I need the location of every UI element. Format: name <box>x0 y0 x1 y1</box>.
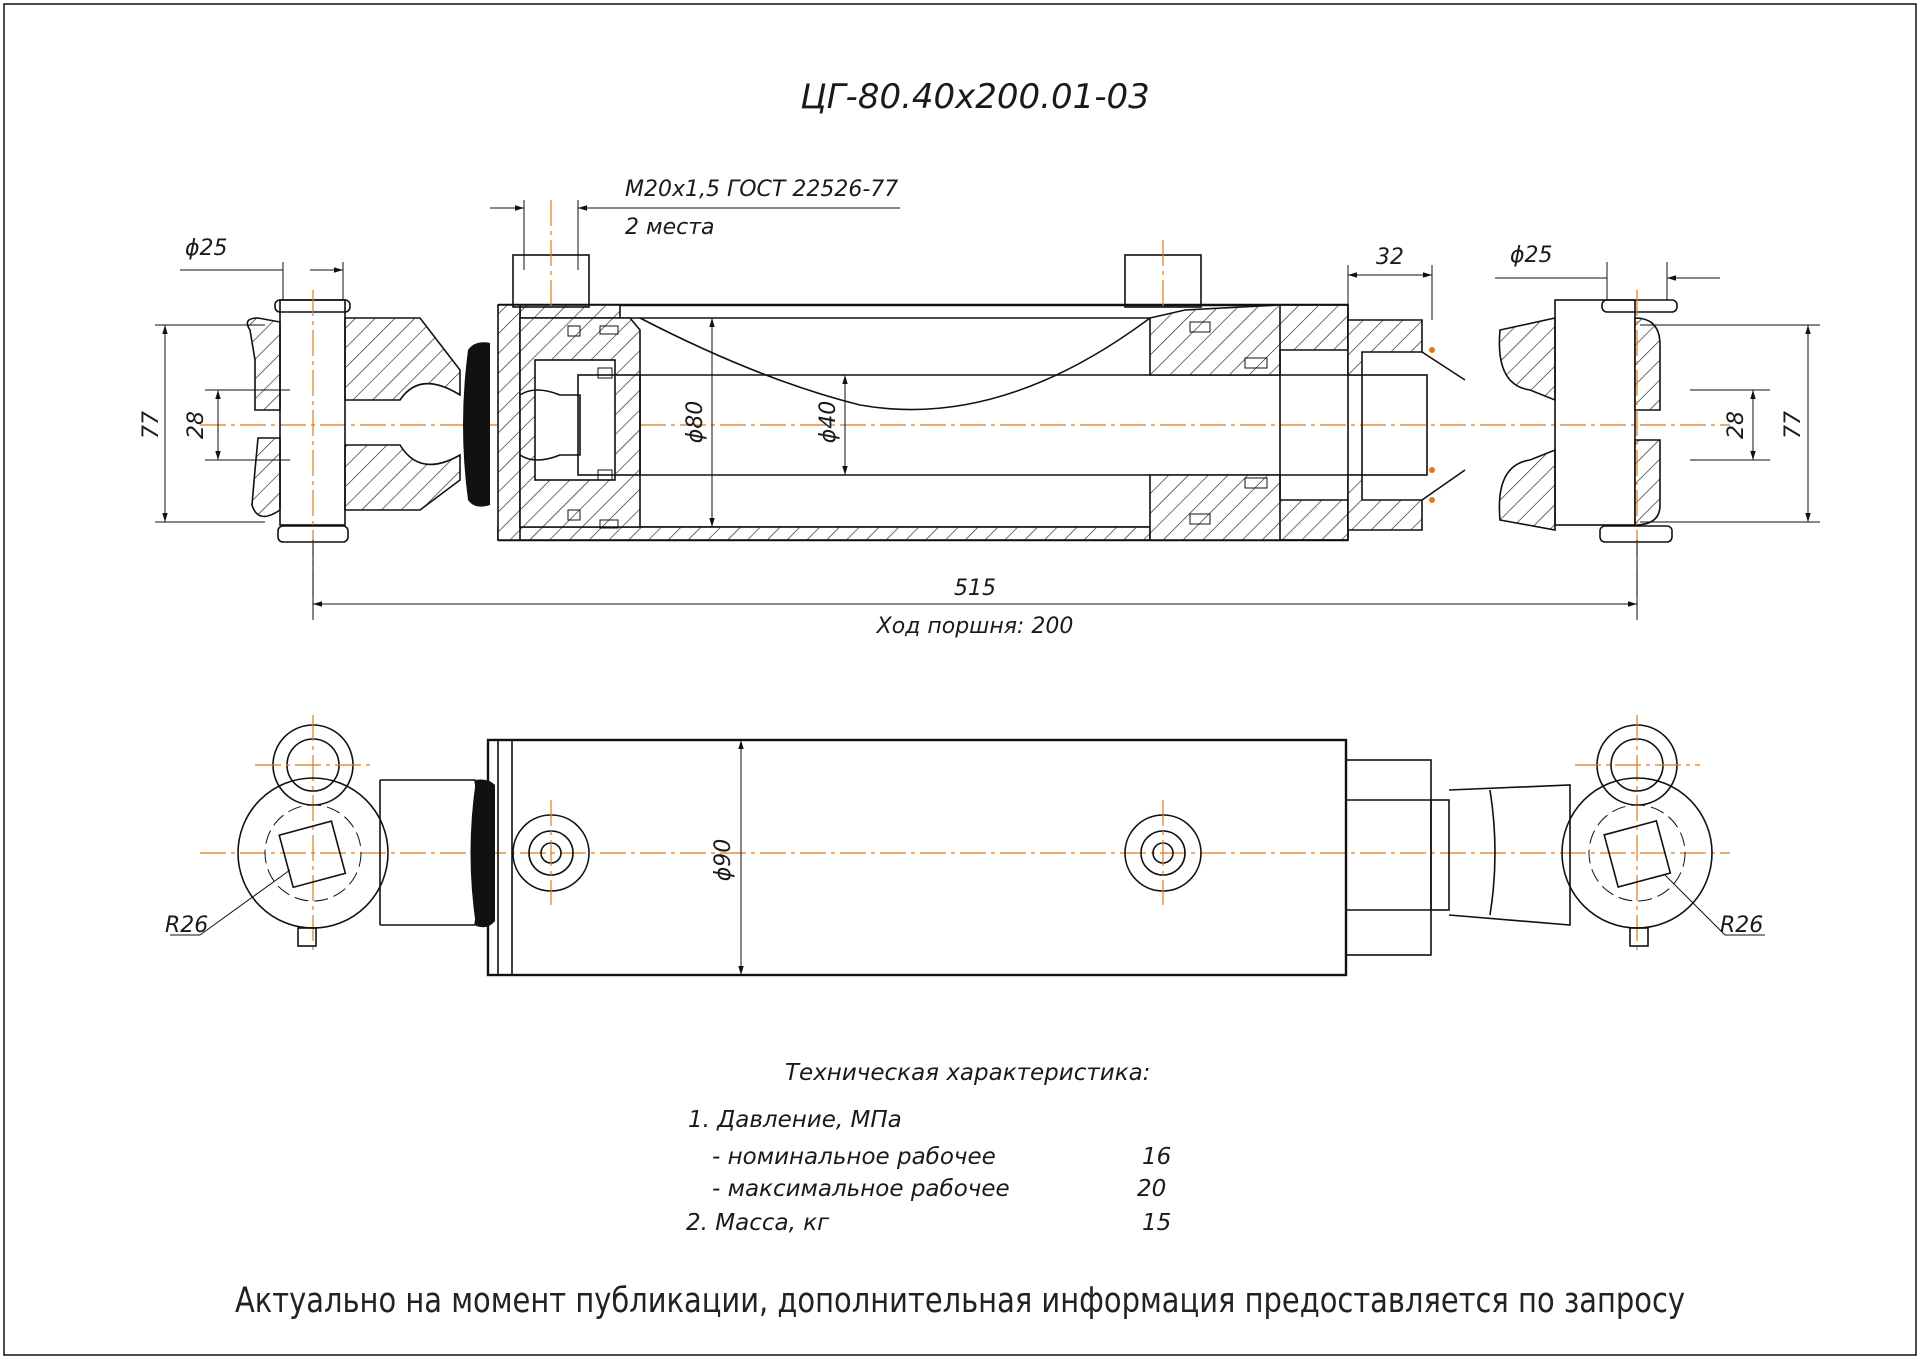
drawing-title: ЦГ-80.40х200.01-03 <box>800 77 1150 117</box>
outer-90-label: ϕ90 <box>711 839 736 882</box>
section-view: М20х1,5 ГОСТ 22526-77 2 места ϕ25 ϕ25 32 <box>139 177 1820 639</box>
pin-right-label: ϕ25 <box>1510 243 1553 268</box>
footer-note: Актуально на момент публикации, дополнит… <box>235 1281 1685 1321</box>
rod-end <box>1347 290 1678 612</box>
exterior-view: ϕ90 R26 R26 <box>165 715 1765 977</box>
left-pin-square <box>278 820 347 889</box>
rod-40-label: ϕ40 <box>816 401 841 444</box>
thread-count-label: 2 места <box>625 215 715 240</box>
pin-dim-left: ϕ25 <box>180 236 344 300</box>
right-pin-square <box>1603 819 1672 889</box>
thread-callout: М20х1,5 ГОСТ 22526-77 2 места <box>490 177 900 270</box>
radius-right-label: R26 <box>1720 913 1763 938</box>
height-left-label: 77 <box>139 411 164 439</box>
sheet-frame <box>3 3 1917 1356</box>
pin-left-label: ϕ25 <box>185 236 228 261</box>
stroke-label: Ход поршня: 200 <box>876 614 1074 639</box>
bore-right-label: 28 <box>1724 411 1749 439</box>
gland <box>1149 304 1349 541</box>
pin-dim-right: ϕ25 <box>1495 243 1720 300</box>
bore-80-label: ϕ80 <box>683 401 708 444</box>
dim-32: 32 <box>1347 245 1433 320</box>
height-dim-left: 77 28 <box>139 324 290 523</box>
piston <box>497 304 641 541</box>
height-dim-right: 77 28 <box>1640 324 1820 523</box>
length-label: 515 <box>954 576 996 601</box>
spec-row-4-value: 15 <box>1142 1210 1171 1236</box>
spec-row-1: 1. Давление, МПа <box>688 1107 902 1133</box>
tube-exterior <box>486 738 1348 977</box>
gland-exterior <box>1345 759 1432 956</box>
thread-label: М20х1,5 ГОСТ 22526-77 <box>625 177 898 202</box>
radius-left-label: R26 <box>165 913 208 938</box>
spec-row-4: 2. Масса, кг <box>686 1210 830 1236</box>
dim-32-label: 32 <box>1376 245 1404 270</box>
spec-row-2-value: 16 <box>1142 1144 1171 1170</box>
specs-block: Техническая характеристика: 1. Давление,… <box>686 1060 1171 1236</box>
spec-row-3-value: 20 <box>1137 1176 1166 1202</box>
spec-row-3: - максимальное рабочее <box>712 1176 1010 1202</box>
height-right-label: 77 <box>1781 411 1806 439</box>
bore-dims: ϕ80 ϕ40 <box>620 317 848 527</box>
length-dim: 515 Ход поршня: 200 <box>312 540 1638 639</box>
specs-heading: Техническая характеристика: <box>785 1060 1150 1086</box>
spec-row-2: - номинальное рабочее <box>712 1144 996 1170</box>
left-eye <box>246 290 490 612</box>
bore-left-label: 28 <box>184 411 209 439</box>
